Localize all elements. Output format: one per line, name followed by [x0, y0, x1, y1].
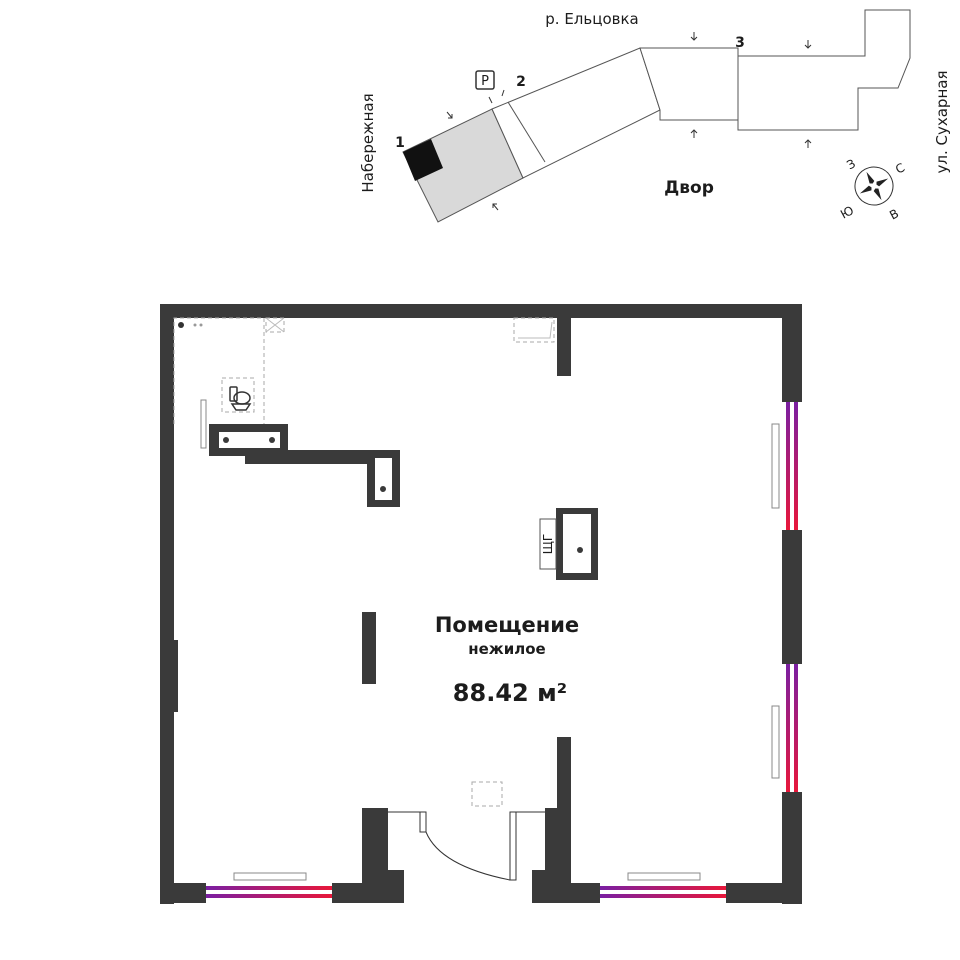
shelf-icon — [518, 321, 553, 339]
building-wing-diagonal — [491, 47, 661, 179]
compass-south: Ю — [838, 203, 856, 221]
meter-dot — [193, 323, 197, 327]
parking-sign-icon — [475, 70, 495, 90]
entrance-marker-3: 3 — [735, 35, 745, 51]
riser-dot — [223, 437, 229, 443]
window-bottom-right — [600, 872, 726, 903]
entrance-marker-1: 1 — [395, 135, 405, 151]
street-label-embankment: Набережная — [359, 93, 377, 192]
bathroom-zone — [173, 317, 555, 807]
window-bottom-left — [206, 872, 332, 903]
interior-partitions — [209, 318, 598, 808]
room-type: нежилое — [468, 640, 545, 658]
riser-dot — [269, 437, 275, 443]
vent-icon — [265, 317, 285, 333]
bathroom-door — [200, 399, 207, 449]
room-name: Помещение — [435, 613, 579, 637]
meter-dot — [199, 323, 203, 327]
entrance-door — [388, 811, 545, 881]
site-plan: P 1 2 3 Набережная р. Ельцовка Двор ул. … — [359, 9, 951, 223]
entrance-marker-2: 2 — [516, 74, 526, 90]
meter-dot — [178, 322, 184, 328]
compass-west: З — [844, 156, 857, 172]
riser-dot — [577, 547, 583, 553]
window-right-upper — [771, 402, 802, 530]
river-label: р. Ельцовка — [545, 10, 638, 28]
floor-plan: ЩГ Помещение нежи — [160, 304, 802, 904]
highlighted-unit — [403, 139, 443, 181]
compass-east: В — [887, 206, 901, 222]
parking-sign-label: P — [481, 74, 489, 89]
building-block-right — [737, 9, 911, 131]
toilet-icon — [229, 386, 252, 411]
outer-walls — [160, 304, 802, 904]
riser-dot — [380, 486, 386, 492]
room-area: 88.42 м² — [453, 679, 567, 707]
electrical-panel — [539, 518, 557, 570]
electrical-panel-label: ЩГ — [541, 534, 555, 554]
window-right-lower — [771, 664, 802, 792]
compass-rose-icon — [854, 166, 894, 206]
entrance-arrows — [446, 32, 812, 211]
street-label-sukharnaya: ул. Сухарная — [933, 71, 951, 174]
compass-north: С — [893, 160, 907, 176]
building-block-middle — [639, 47, 739, 121]
yard-label: Двор — [664, 178, 714, 198]
